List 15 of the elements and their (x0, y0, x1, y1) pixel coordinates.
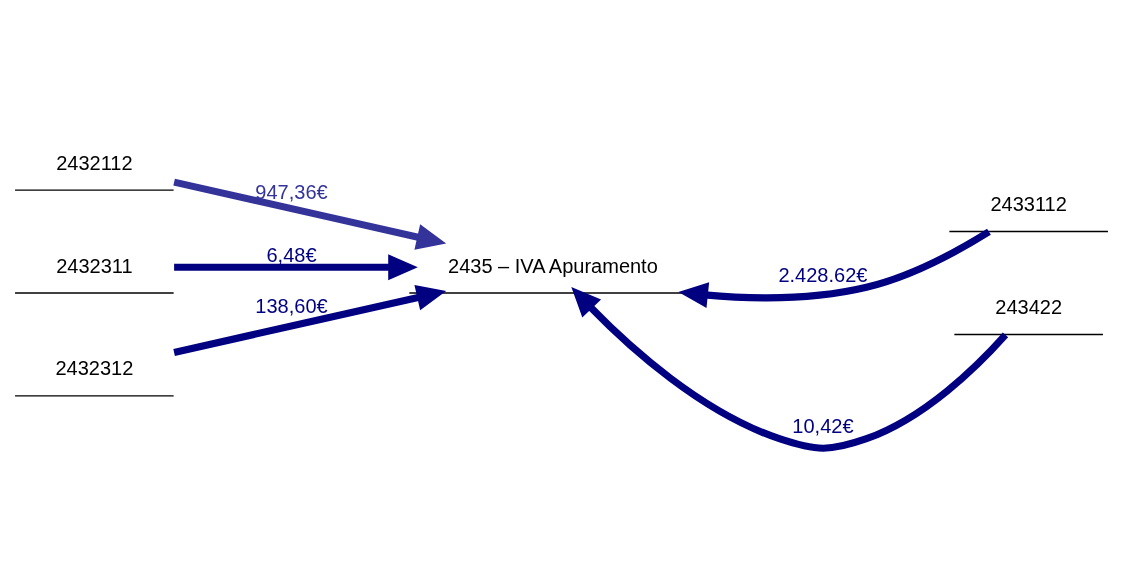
arrow (678, 228, 991, 309)
arrow (173, 178, 447, 250)
edge-label: 947,36€ (255, 181, 328, 203)
edge-label: 138,60€ (255, 295, 328, 318)
arrow (173, 284, 447, 356)
node-text: 2432312 (55, 357, 134, 380)
node-text: 243422 (995, 296, 1063, 319)
node-text: 2432311 (56, 254, 133, 277)
node-text: 2432112 (56, 151, 133, 174)
arrow (571, 287, 1009, 452)
node-text: 2435 – IVA Apuramento (448, 254, 658, 277)
edge-label: 10,42€ (792, 415, 854, 438)
edge-label: 6,48€ (266, 243, 317, 266)
node-text: 2433112 (990, 193, 1067, 216)
edge-label: 2.428.62€ (778, 263, 868, 286)
